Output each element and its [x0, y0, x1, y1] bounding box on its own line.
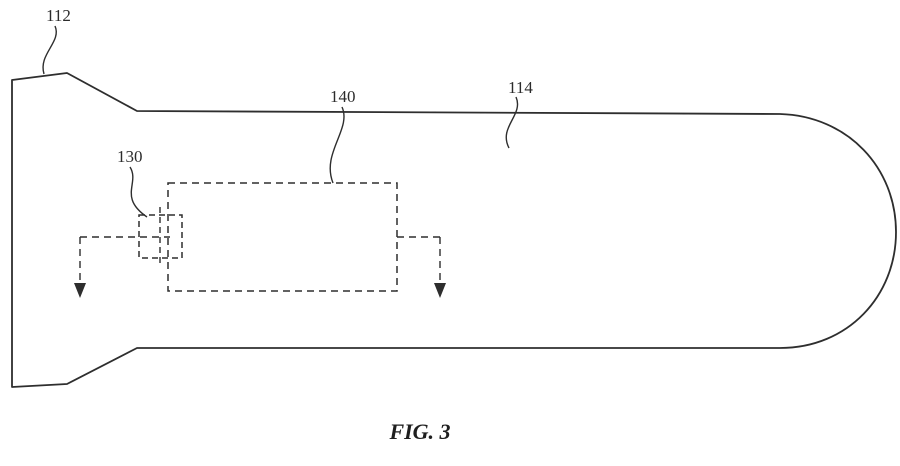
- component-140-dashed-box: [167, 182, 398, 292]
- ref-label-140: 140: [330, 87, 356, 106]
- leader-line-114: [505, 96, 519, 149]
- figure-caption: FIG. 3: [388, 419, 450, 444]
- device-outline: [11, 72, 897, 388]
- arrow-left-head: [74, 283, 86, 298]
- ref-label-114: 114: [508, 78, 533, 97]
- leader-line-140: [329, 106, 345, 184]
- ref-label-112: 112: [46, 6, 71, 25]
- leader-line-130: [129, 166, 148, 218]
- component-130-dashed-box: [138, 214, 183, 259]
- arrow-right-head: [434, 283, 446, 298]
- ref-label-130: 130: [117, 147, 143, 166]
- leader-line-112: [42, 25, 57, 75]
